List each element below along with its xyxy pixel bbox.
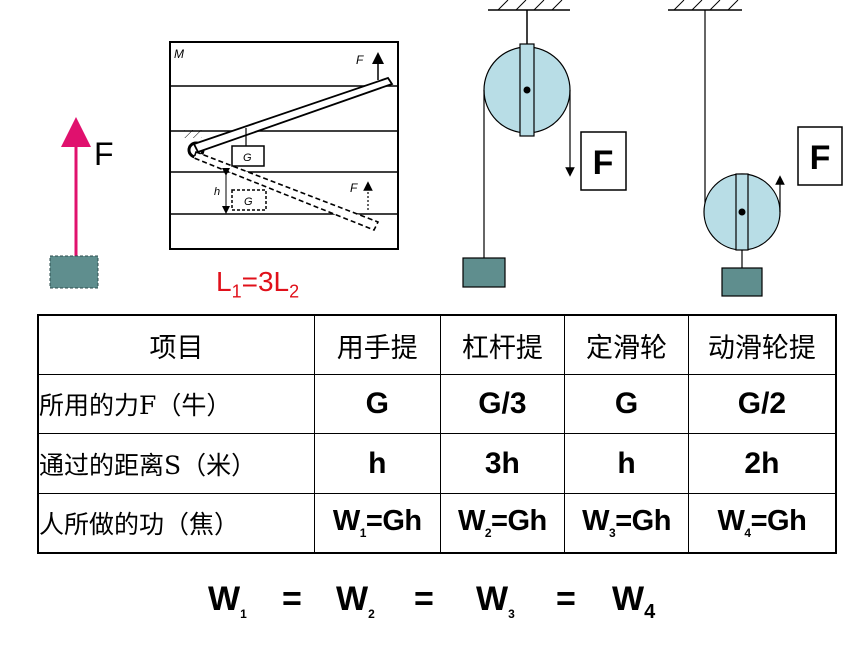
fixed-force-box: [580, 131, 627, 191]
lever-figure: M F F G G h: [169, 41, 399, 250]
table-cell: h: [564, 433, 689, 494]
pivot-wall: [184, 130, 202, 138]
table-cell: 3h: [439, 433, 566, 494]
table-cell: G: [313, 374, 441, 435]
fixed-pulley-figure: F: [462, 0, 627, 288]
table-header-cell: 动滑轮提: [687, 314, 837, 376]
movable-pulley-figure: F: [668, 0, 843, 297]
table-row: 人所做的功（焦） W1=Gh W2=Gh W3=Gh W4=Gh: [37, 492, 837, 554]
lever-bar-lowered: [193, 150, 380, 232]
lever-weight-label-top: G: [243, 152, 252, 164]
table-row: 所用的力F（牛） G G/3 G G/2: [37, 374, 837, 435]
movable-force-label: F: [810, 139, 831, 177]
hand-weight-block: [49, 255, 99, 289]
lever-weight-label-bottom: G: [244, 196, 253, 208]
movable-pulley-load: [721, 267, 763, 297]
fixed-pulley-load: [462, 257, 506, 288]
lever-force-label-bottom: F: [350, 181, 358, 195]
lever-weight-top: [231, 145, 265, 167]
lever-corner-label: M: [174, 47, 184, 61]
table-header-cell: 杠杆提: [439, 314, 566, 376]
work-comparison-table: 项目 用手提 杠杆提 定滑轮 动滑轮提 所用的力F（牛） G G/3 G G/2…: [37, 314, 837, 554]
relation-l1: L: [216, 266, 232, 297]
work-cell: W1=Gh: [313, 492, 441, 554]
row-label: 所用的力F（牛）: [37, 374, 315, 435]
table-header-cell: 项目: [37, 314, 315, 376]
table-row: 通过的距离S（米） h 3h h 2h: [37, 433, 837, 494]
hand-force-label: F: [94, 136, 114, 172]
lever-bar-raised: [192, 76, 394, 154]
equation-term-1: W1: [208, 580, 247, 621]
row-label: 人所做的功（焦）: [37, 492, 315, 554]
relation-mid: =3L: [241, 266, 290, 297]
table-cell: G: [564, 374, 689, 435]
equation-equals-3: =: [556, 580, 576, 618]
equation-term-3: W3: [476, 580, 515, 621]
table-cell: G/2: [687, 374, 837, 435]
hand-lift-figure: [49, 117, 99, 289]
work-cell: W3=Gh: [564, 492, 689, 554]
lever-weight-bottom: [231, 189, 267, 211]
table-header-cell: 用手提: [313, 314, 441, 376]
table-header-row: 项目 用手提 杠杆提 定滑轮 动滑轮提: [37, 314, 837, 376]
work-cell: W2=Gh: [439, 492, 566, 554]
lever-force-label-top: F: [356, 53, 364, 67]
equation-equals-2: =: [414, 580, 434, 618]
table-cell: 2h: [687, 433, 837, 494]
table-cell: h: [313, 433, 441, 494]
fixed-force-label: F: [593, 144, 614, 182]
equation-equals-1: =: [282, 580, 302, 618]
work-cell: W4=Gh: [687, 492, 837, 554]
lever-arm-relation: L1=3L2: [216, 266, 299, 303]
lever-height-label: h: [214, 186, 220, 198]
relation-sub1: 1: [231, 281, 242, 302]
table-cell: G/3: [439, 374, 566, 435]
movable-force-box: [797, 126, 843, 186]
row-label: 通过的距离S（米）: [37, 433, 315, 494]
equation-term-4: W4: [612, 580, 656, 623]
table-header-cell: 定滑轮: [564, 314, 689, 376]
equation-term-2: W2: [336, 580, 375, 621]
relation-sub2: 2: [289, 281, 300, 302]
